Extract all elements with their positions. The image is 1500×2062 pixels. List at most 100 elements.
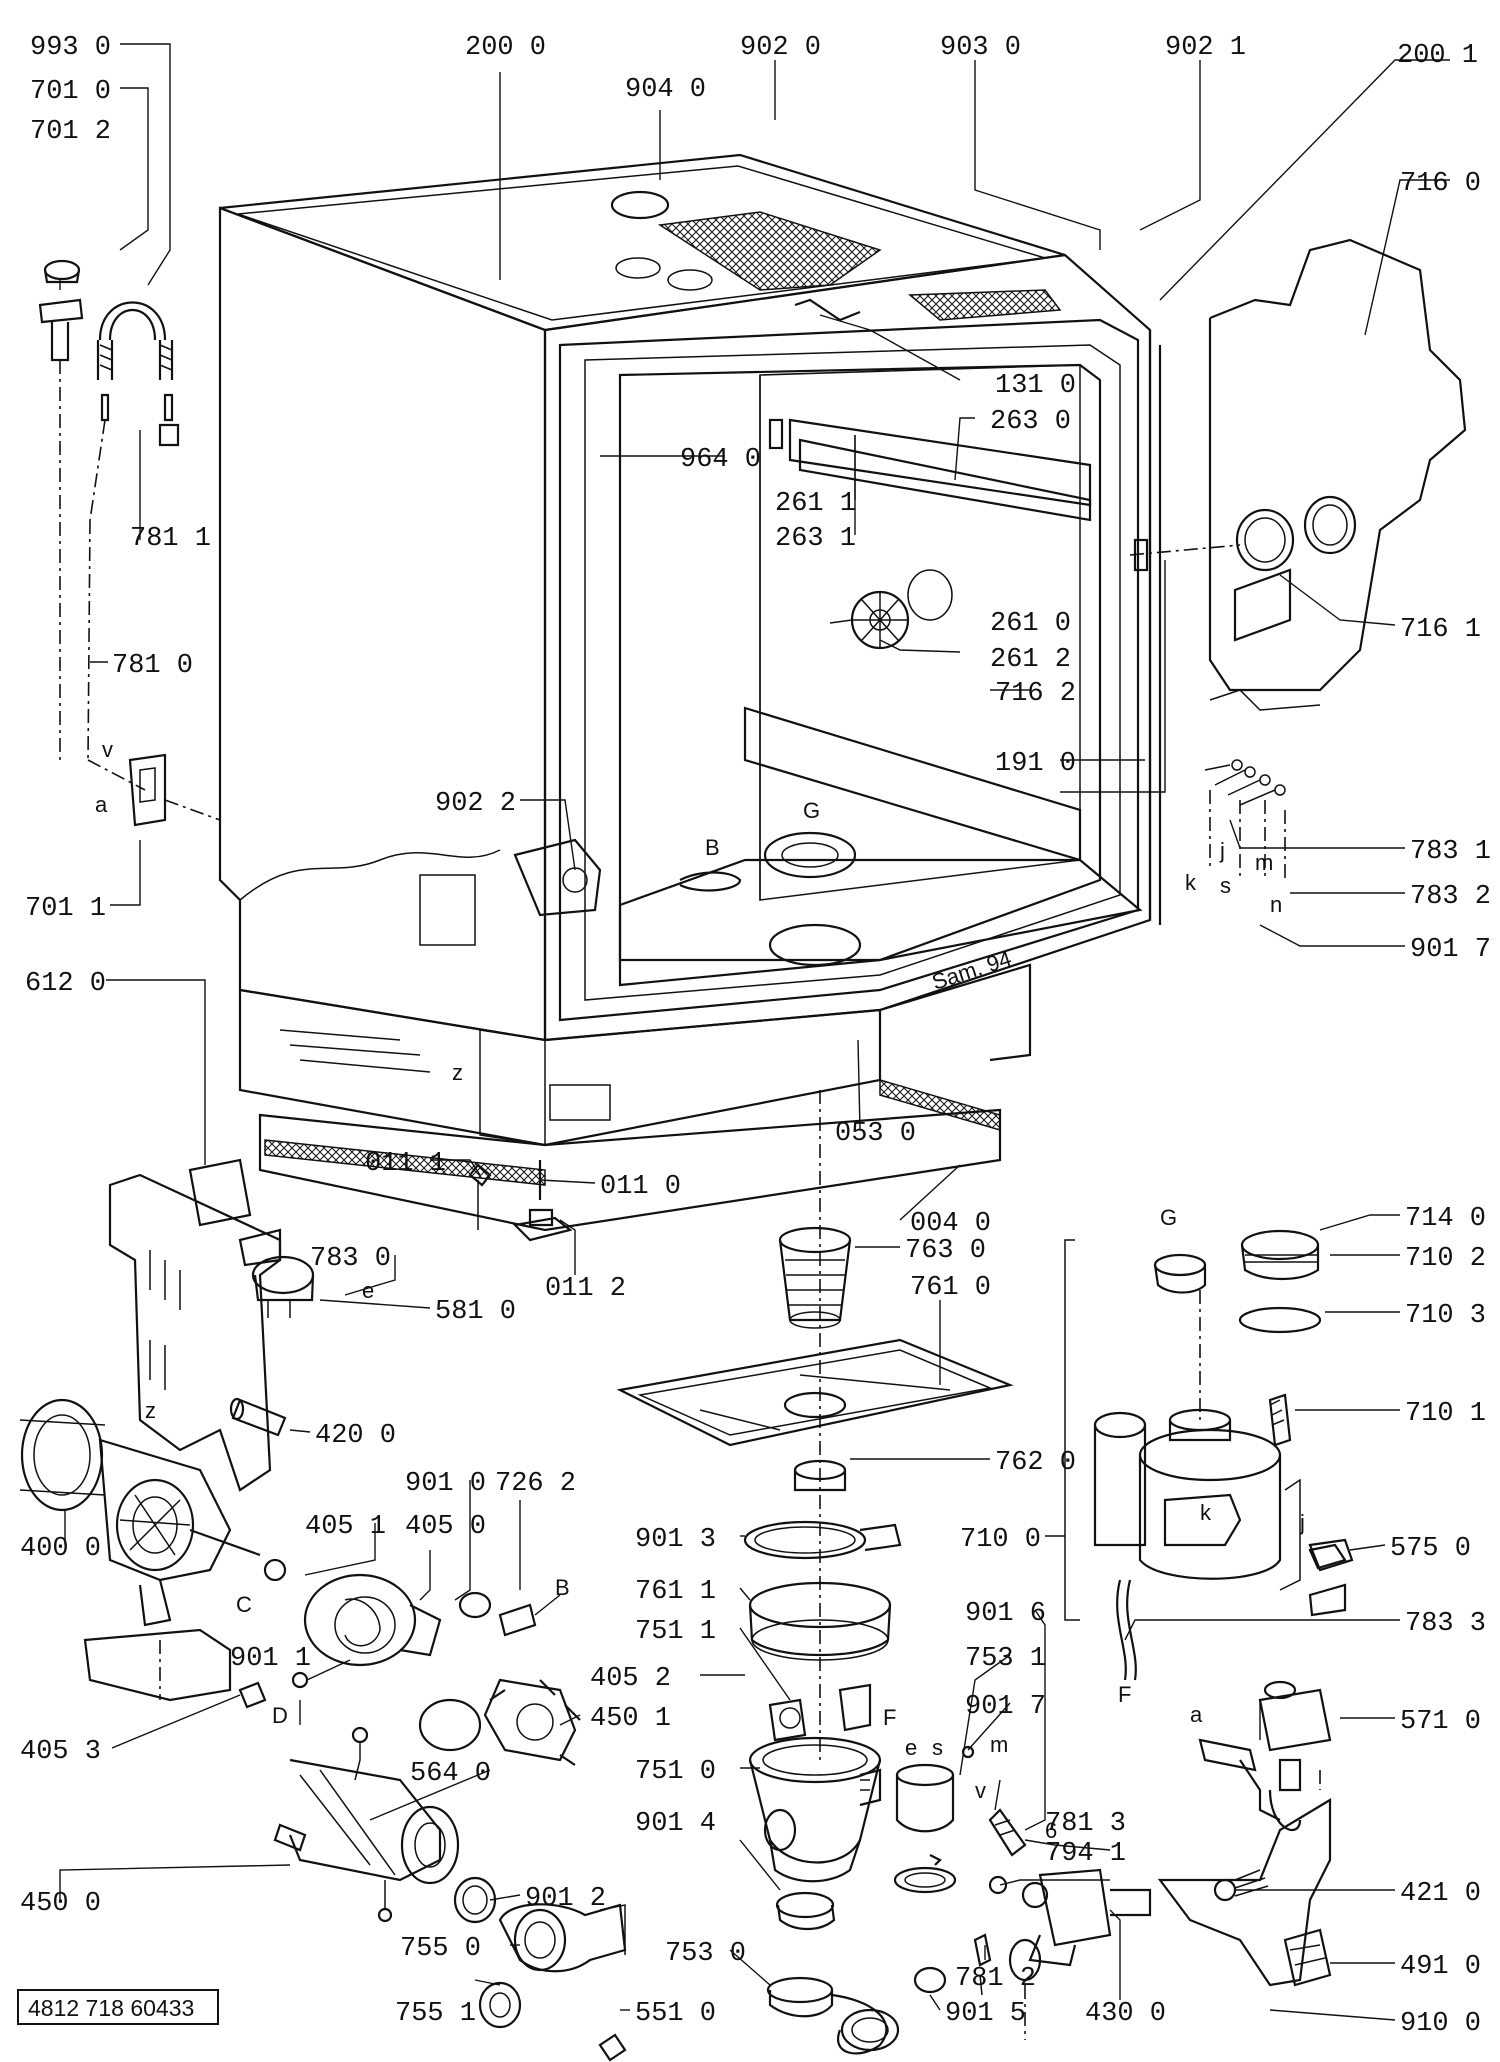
label-901-2: 901 2 bbox=[525, 1884, 606, 1914]
label-901-4: 901 4 bbox=[635, 1809, 716, 1839]
label-701-2: 701 2 bbox=[30, 117, 111, 147]
label-755-1: 755 1 bbox=[395, 1999, 476, 2029]
label-726-2: 726 2 bbox=[495, 1469, 576, 1499]
top-left-hoses bbox=[38, 259, 221, 827]
label-783-1: 783 1 bbox=[1410, 837, 1491, 867]
label-753-0: 753 0 bbox=[665, 1939, 746, 1969]
label-701-0: 701 0 bbox=[30, 77, 111, 107]
letter-B-hose: B bbox=[555, 1575, 570, 1600]
letter-z-upper: z bbox=[452, 1060, 463, 1085]
label-421-0: 421 0 bbox=[1400, 1879, 1481, 1909]
label-716-2: 716 2 bbox=[995, 679, 1076, 709]
lower-left-assembly bbox=[19, 1158, 627, 2062]
label-902-0: 902 0 bbox=[740, 33, 821, 63]
label-783-0: 783 0 bbox=[310, 1244, 391, 1274]
label-762-0: 762 0 bbox=[995, 1448, 1076, 1478]
letter-C: C bbox=[236, 1592, 252, 1617]
label-450-0: 450 0 bbox=[20, 1889, 101, 1919]
label-191-0: 191 0 bbox=[995, 749, 1076, 779]
letter-v-hose: v bbox=[975, 1778, 986, 1803]
center-sump-assembly bbox=[616, 1090, 1014, 2055]
label-551-0: 551 0 bbox=[635, 1999, 716, 2029]
label-964-0: 964 0 bbox=[680, 445, 761, 475]
label-901-7-top: 901 7 bbox=[1410, 935, 1491, 965]
label-710-2: 710 2 bbox=[1405, 1244, 1486, 1274]
label-763-0: 763 0 bbox=[905, 1236, 986, 1266]
label-450-1: 450 1 bbox=[590, 1704, 671, 1734]
letter-e: e bbox=[362, 1278, 374, 1303]
letter-a: a bbox=[95, 792, 108, 817]
label-781-1: 781 1 bbox=[130, 524, 211, 554]
document-code: 4812 718 60433 bbox=[28, 1995, 194, 2021]
label-781-0: 781 0 bbox=[112, 651, 193, 681]
letter-F-hose: F bbox=[1118, 1682, 1131, 1707]
label-011-2: 011 2 bbox=[545, 1274, 626, 1304]
cabinet-tub: Sam. 94 bbox=[218, 153, 1162, 1242]
letter-F-sump: F bbox=[883, 1705, 896, 1730]
label-200-0: 200 0 bbox=[465, 33, 546, 63]
label-131-0: 131 0 bbox=[995, 371, 1076, 401]
label-751-1: 751 1 bbox=[635, 1617, 716, 1647]
label-901-0: 901 0 bbox=[405, 1469, 486, 1499]
letter-v: v bbox=[102, 737, 113, 762]
letter-j: j bbox=[1219, 838, 1225, 863]
label-261-1: 261 1 bbox=[775, 489, 856, 519]
label-405-1: 405 1 bbox=[305, 1512, 386, 1542]
label-710-3: 710 3 bbox=[1405, 1301, 1486, 1331]
label-491-0: 491 0 bbox=[1400, 1952, 1481, 1982]
label-710-1: 710 1 bbox=[1405, 1399, 1486, 1429]
label-901-3: 901 3 bbox=[635, 1525, 716, 1555]
label-701-1: 701 1 bbox=[25, 894, 106, 924]
label-263-0: 263 0 bbox=[990, 407, 1071, 437]
label-794-1: 794 1 bbox=[1045, 1839, 1126, 1869]
letter-a-hose: a bbox=[1190, 1702, 1203, 1727]
letter-D: D bbox=[272, 1703, 288, 1728]
label-053-0: 053 0 bbox=[835, 1119, 916, 1149]
label-575-0: 575 0 bbox=[1390, 1534, 1471, 1564]
label-901-5: 901 5 bbox=[945, 1999, 1026, 2029]
label-904-0: 904 0 bbox=[625, 75, 706, 105]
letter-b-hose: 6 bbox=[1045, 1818, 1057, 1843]
letter-m: m bbox=[1255, 850, 1273, 875]
label-405-2: 405 2 bbox=[590, 1664, 671, 1694]
label-400-0: 400 0 bbox=[20, 1534, 101, 1564]
label-755-0: 755 0 bbox=[400, 1934, 481, 1964]
letter-j-tank: j bbox=[1299, 1510, 1305, 1535]
label-783-3: 783 3 bbox=[1405, 1609, 1486, 1639]
letter-G: G bbox=[803, 798, 820, 823]
label-901-6: 901 6 bbox=[965, 1599, 1046, 1629]
label-902-2: 902 2 bbox=[435, 789, 516, 819]
letter-s-cup: s bbox=[932, 1735, 943, 1760]
label-612-0: 612 0 bbox=[25, 969, 106, 999]
label-761-0: 761 0 bbox=[910, 1273, 991, 1303]
label-405-3: 405 3 bbox=[20, 1737, 101, 1767]
letter-k-tank: k bbox=[1200, 1500, 1212, 1525]
letter-m-screw: m bbox=[990, 1732, 1008, 1757]
label-753-1: 753 1 bbox=[965, 1644, 1046, 1674]
label-910-0: 910 0 bbox=[1400, 2009, 1481, 2039]
letter-n: n bbox=[1270, 892, 1282, 917]
label-200-1: 200 1 bbox=[1397, 41, 1478, 71]
label-004-0: 004 0 bbox=[910, 1209, 991, 1239]
letter-s: s bbox=[1220, 873, 1231, 898]
letter-z-lower: z bbox=[145, 1398, 156, 1423]
label-011-1: 011 1 bbox=[365, 1149, 446, 1179]
label-420-0: 420 0 bbox=[315, 1421, 396, 1451]
connection-letters: v a B G k j s m n z z e G k j C B D F F … bbox=[95, 737, 1305, 1843]
label-581-0: 581 0 bbox=[435, 1297, 516, 1327]
label-710-0: 710 0 bbox=[960, 1525, 1041, 1555]
label-902-1: 902 1 bbox=[1165, 33, 1246, 63]
label-783-2: 783 2 bbox=[1410, 882, 1491, 912]
label-901-1: 901 1 bbox=[230, 1644, 311, 1674]
document-code-box: 4812 718 60433 bbox=[17, 1989, 219, 2025]
label-261-0: 261 0 bbox=[990, 609, 1071, 639]
label-993-0: 993 0 bbox=[30, 33, 111, 63]
letter-e-cup: e bbox=[905, 1735, 917, 1760]
label-751-0: 751 0 bbox=[635, 1757, 716, 1787]
label-781-3: 781 3 bbox=[1045, 1809, 1126, 1839]
label-781-2: 781 2 bbox=[955, 1964, 1036, 1994]
label-716-1: 716 1 bbox=[1400, 615, 1481, 645]
label-571-0: 571 0 bbox=[1400, 1707, 1481, 1737]
label-430-0: 430 0 bbox=[1085, 1999, 1166, 2029]
label-405-0: 405 0 bbox=[405, 1512, 486, 1542]
